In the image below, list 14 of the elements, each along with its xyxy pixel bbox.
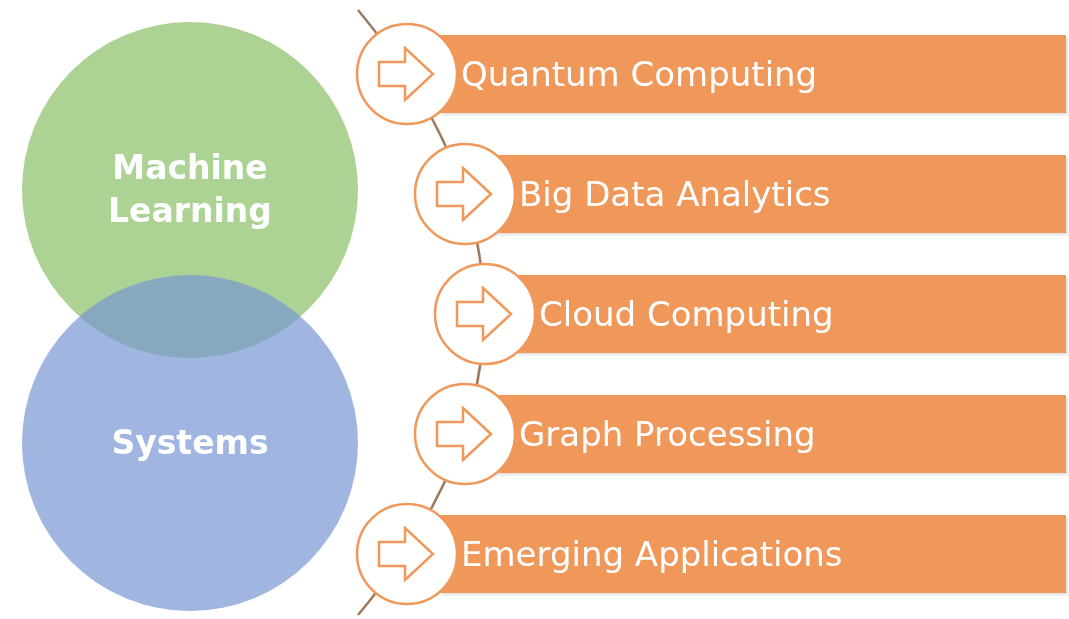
topic-label: Emerging Applications [461, 534, 843, 574]
topic-bar [440, 35, 1066, 113]
topic-bar [440, 515, 1066, 593]
block-arrow [455, 286, 515, 342]
block-arrow [377, 46, 437, 102]
circle-label: Systems [110, 421, 270, 464]
topic-label: Big Data Analytics [519, 174, 831, 214]
topic-label: Graph Processing [519, 414, 816, 454]
topic-label: Quantum Computing [461, 54, 818, 94]
block-arrow [435, 406, 495, 462]
topic-label: Cloud Computing [539, 294, 834, 334]
circle-label: Machine Learning [107, 147, 273, 232]
block-arrow [435, 166, 495, 222]
block-arrow [377, 526, 437, 582]
